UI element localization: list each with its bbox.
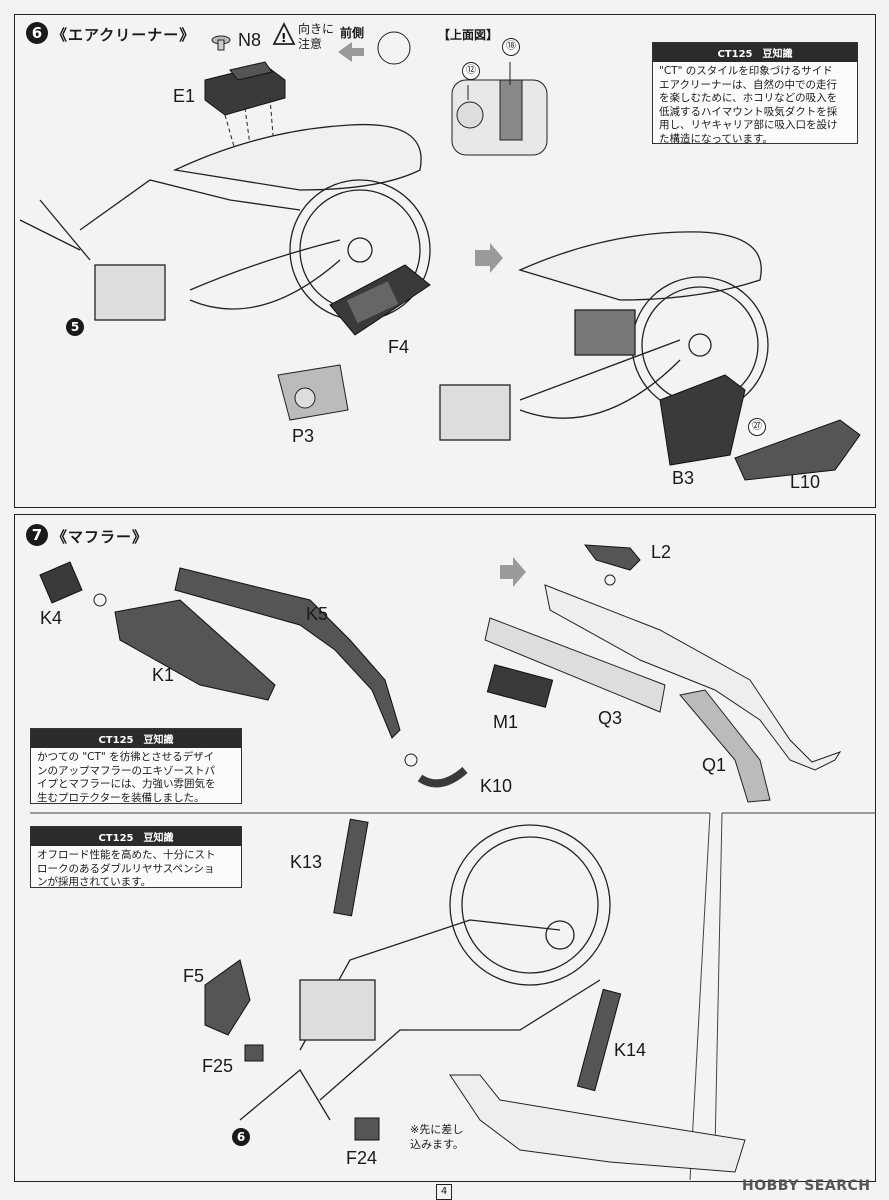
part-label-f5: F5 [183,966,205,986]
screw-n8-drawing [211,35,231,51]
part-q3-drawing [484,617,666,713]
part-k13-drawing [333,818,369,917]
part-l10-drawing [734,419,861,481]
warning-icon: ! [272,21,296,45]
bike-lower-drawing [239,824,611,1121]
part-label-p3: P3 [292,426,315,446]
part-label-k1: K1 [152,665,175,685]
svg-text:!: ! [281,31,286,45]
part-f24-drawing [354,1117,380,1141]
step7-trivia-body-muffler: かつての "CT" を彷彿とさせるデザイ ンのアップマフラーのエキゾーストパ イ… [37,751,216,804]
part-label-k10: K10 [480,776,513,796]
step6-title: 《エアクリーナー》 [52,26,196,44]
step7-progress-arrow [500,557,526,587]
part-label-n8: N8 [238,30,262,50]
page-number: 4 [436,1184,452,1200]
part-label-k5: K5 [306,604,329,624]
part-label-f24: F24 [346,1148,378,1168]
part-f5-drawing [204,959,251,1036]
part-label-l10: L10 [790,472,821,492]
part-label-k4: K4 [40,608,63,628]
step6-trivia-head: CT125 豆知識 [653,43,857,62]
part-label-l2: L2 [651,542,672,562]
part-label-b3: B3 [672,468,695,488]
part-label-e1: E1 [173,86,196,106]
part-m1-drawing [486,664,554,708]
part-label-k13: K13 [290,852,323,872]
step7-panel [14,514,876,1182]
part-q1-drawing [679,689,771,803]
step7-badge: 7 [26,524,48,546]
part-label-q1: Q1 [702,755,727,775]
part-k10-drawing [417,766,468,788]
direction-note: 向きに 注意 [298,22,335,51]
part-label-q3: Q3 [598,708,623,728]
part-label-k14: K14 [614,1040,647,1060]
step7-title: 《マフラー》 [52,528,149,546]
step7-trivia-head-suspension: CT125 豆知識 [31,827,241,846]
step7-sub-badge: 6 [232,1128,250,1146]
step7-trivia-box-suspension: CT125 豆知識 オフロード性能を高めた、十分にスト ロークのあるダブルリヤサ… [30,826,242,888]
part-k5-drawing [174,567,401,739]
callout-27: ㉗ [748,418,766,436]
part-e1-drawing [204,61,286,161]
step6-trivia-body: "CT" のスタイルを印象づけるサイド エアクリーナーは、自然の中での走行 を楽… [659,65,838,145]
part-f4-drawing [329,264,431,336]
step6-panel [14,14,876,508]
lower-muffler-drawing [449,1074,746,1173]
part-p3-drawing [277,364,349,421]
part-k1-drawing [114,599,276,701]
part-label-f4: F4 [388,337,410,357]
front-arrow-icon [338,42,364,62]
watermark: HOBBY SEARCH [742,1178,871,1194]
front-label: 前側 [340,26,365,40]
top-view-label: 【上面図】 [438,28,499,42]
top-view-drawing [451,62,548,156]
part-label-f25: F25 [202,1056,234,1076]
part-k4-drawing [39,561,83,604]
step7-trivia-head-muffler: CT125 豆知識 [31,729,241,748]
callout-18: ⑱ [502,38,520,56]
insert-first-note: ※先に差し 込みます。 [410,1123,464,1151]
bike-right-drawing [439,231,769,441]
front-direction-circle [377,31,411,65]
step6-trivia-box: CT125 豆知識 "CT" のスタイルを印象づけるサイド エアクリーナーは、自… [652,42,858,145]
part-l2-drawing [583,544,641,571]
step7-trivia-body-suspension: オフロード性能を高めた、十分にスト ロークのあるダブルリヤサスペンショ ンが採用… [37,849,216,888]
step6-badge: 6 [26,22,48,44]
muffler-assembly-drawing [544,584,842,771]
part-k14-drawing [576,988,622,1092]
part-b3-drawing [659,374,746,466]
step6-sub-badge: 5 [66,318,84,336]
step7-trivia-box-muffler: CT125 豆知識 かつての "CT" を彷彿とさせるデザイ ンのアップマフラー… [30,728,242,804]
bike-left-drawing [19,123,431,321]
step6-progress-arrow [475,243,503,273]
part-f25-drawing [244,1044,264,1062]
callout-12: ⑫ [462,62,480,80]
part-label-m1: M1 [493,712,519,732]
